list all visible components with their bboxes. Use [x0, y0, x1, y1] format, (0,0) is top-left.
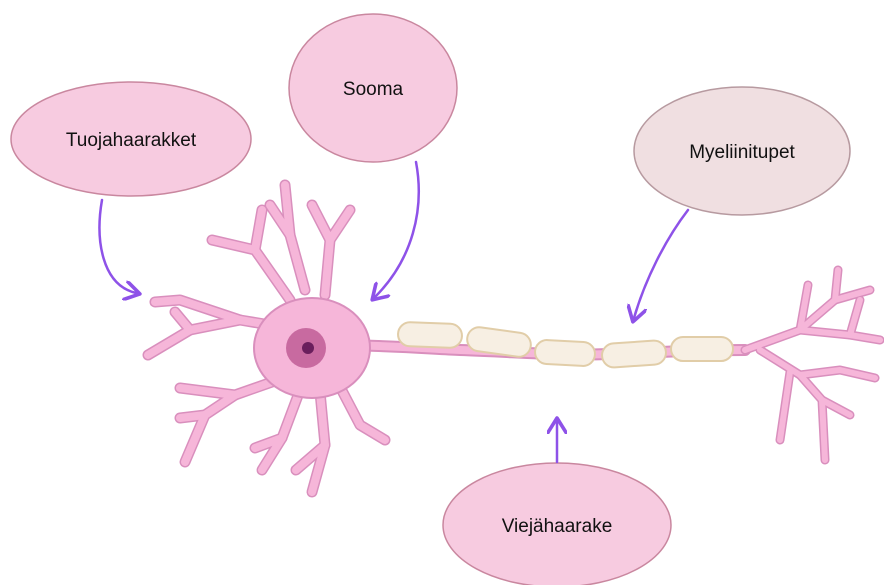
- label-dendrites: Tuojahaarakket: [11, 82, 251, 196]
- label-text-axon: Viejähaarake: [502, 516, 613, 537]
- label-soma: Sooma: [289, 14, 457, 162]
- arrow-myelin: [634, 210, 688, 318]
- neuron: [148, 185, 880, 492]
- label-text-myelin: Myeliinitupet: [689, 142, 795, 163]
- label-axon: Viejähaarake: [443, 463, 671, 585]
- arrow-soma: [375, 162, 419, 297]
- myelin-segment: [671, 337, 733, 361]
- myelin-segment: [534, 339, 595, 366]
- label-myelin: Myeliinitupet: [634, 87, 850, 215]
- myelin-segment: [601, 340, 667, 368]
- arrow-dendrites: [100, 200, 136, 293]
- nucleolus: [302, 342, 314, 354]
- label-text-soma: Sooma: [343, 79, 404, 100]
- label-text-dendrites: Tuojahaarakket: [66, 130, 197, 151]
- myelin-sheaths: [398, 322, 733, 368]
- myelin-segment: [398, 322, 463, 348]
- axon-terminals-fill: [745, 270, 880, 460]
